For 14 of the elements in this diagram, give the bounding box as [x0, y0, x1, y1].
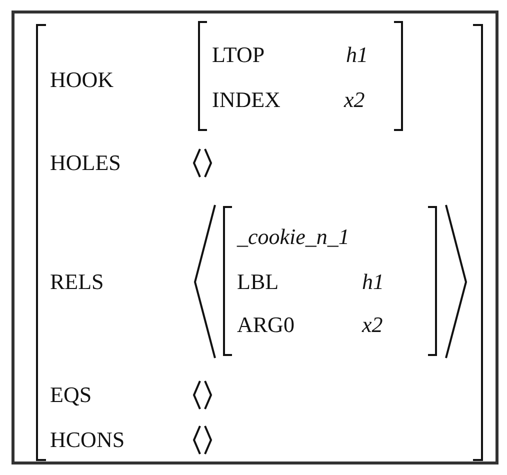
- feature-name: HOLES: [50, 150, 121, 176]
- relation-name: _cookie_n_1: [237, 224, 350, 250]
- feature-name: RELS: [50, 269, 104, 295]
- feature-value: h1: [346, 42, 368, 68]
- feature-name: HCONS: [50, 427, 125, 453]
- feature-name: ARG0: [237, 312, 294, 338]
- feature-value: x2: [344, 87, 365, 113]
- feature-value: x2: [362, 312, 383, 338]
- feature-name: HOOK: [50, 67, 114, 93]
- feature-name: LTOP: [212, 42, 265, 68]
- feature-name: INDEX: [212, 87, 280, 113]
- feature-name: EQS: [50, 382, 92, 408]
- feature-name: LBL: [237, 269, 279, 295]
- feature-value: h1: [362, 269, 384, 295]
